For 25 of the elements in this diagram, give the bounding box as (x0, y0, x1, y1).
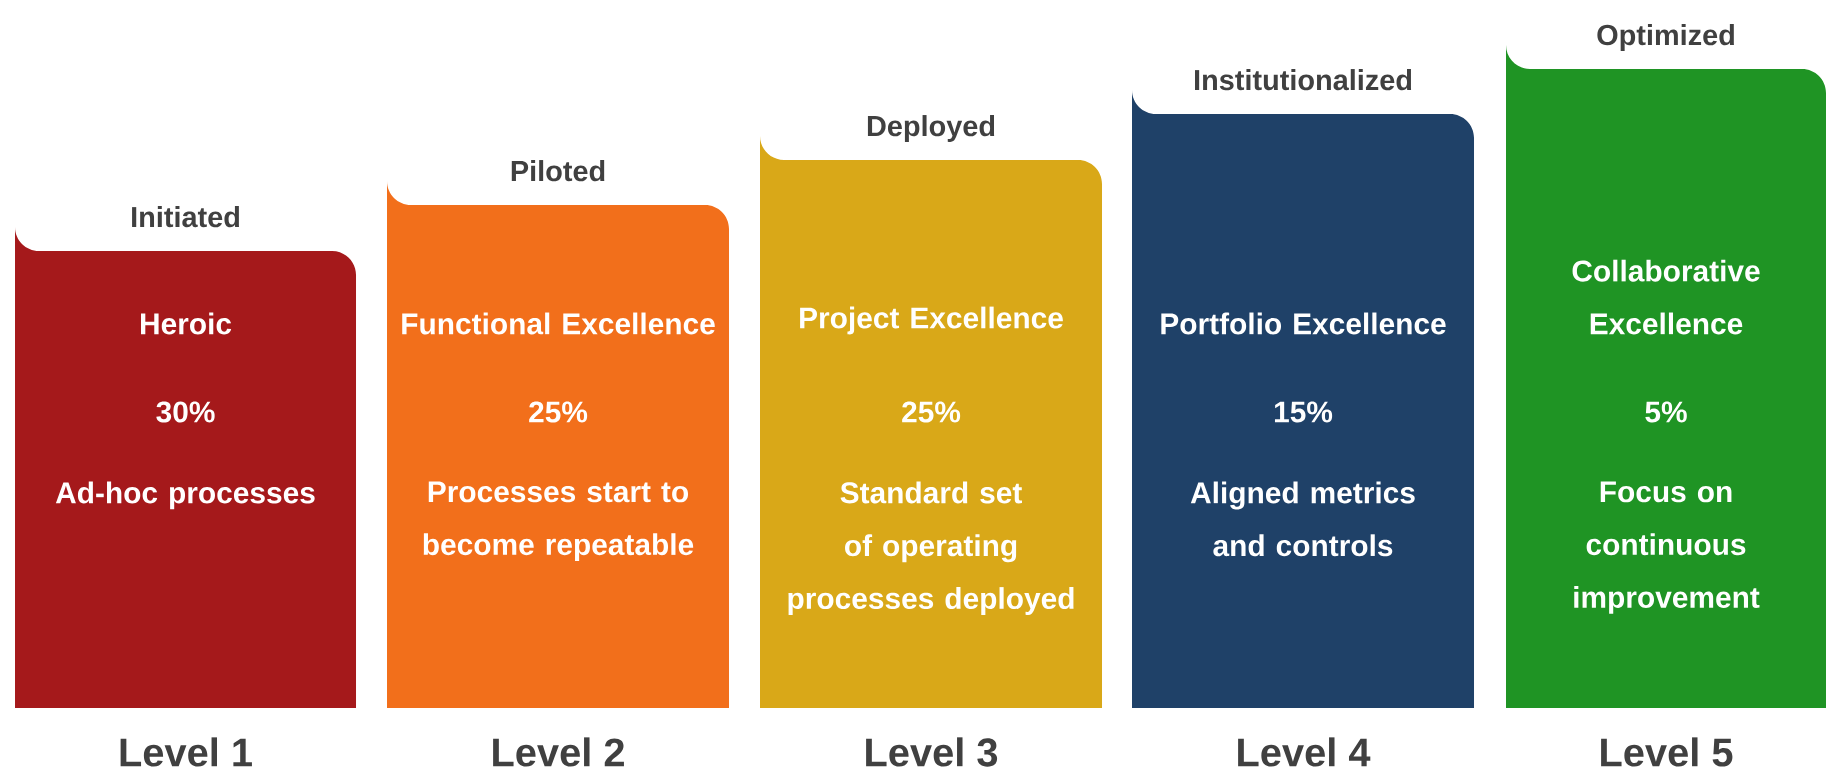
stage-name: Institutionalized (1195, 69, 1412, 91)
percentage: 30% (156, 401, 215, 423)
description: Aligned metrics and controls (1190, 481, 1415, 557)
description: Standard set of operating processes deployed (788, 481, 1074, 615)
stage-name: Deployed (867, 115, 995, 142)
stage-name: Optimized (1597, 24, 1734, 51)
level-label: Level 5 (1601, 737, 1733, 767)
level-label: Level 2 (493, 737, 624, 767)
percentage: 25% (529, 401, 588, 423)
level-title: Functional Excellence (402, 312, 715, 335)
level-title: Heroic (141, 312, 232, 335)
percentage: 15% (1274, 401, 1333, 423)
level-title: Collaborative Excellence (1572, 259, 1760, 335)
level-label: Level 1 (120, 737, 252, 767)
level-title: Project Excellence (800, 306, 1063, 335)
percentage: 25% (902, 401, 961, 423)
description: Processes start to become repeatable (423, 481, 694, 562)
level-label: Level 3 (866, 737, 998, 767)
description: Ad-hoc processes (55, 481, 315, 510)
stage-name: Initiated (132, 206, 239, 228)
level-title: Portfolio Excellence (1161, 312, 1446, 335)
stage-name: Piloted (511, 160, 605, 182)
level-label: Level 4 (1238, 737, 1371, 767)
percentage: 5% (1645, 401, 1687, 423)
description: Focus on continuous improvement (1574, 481, 1760, 614)
